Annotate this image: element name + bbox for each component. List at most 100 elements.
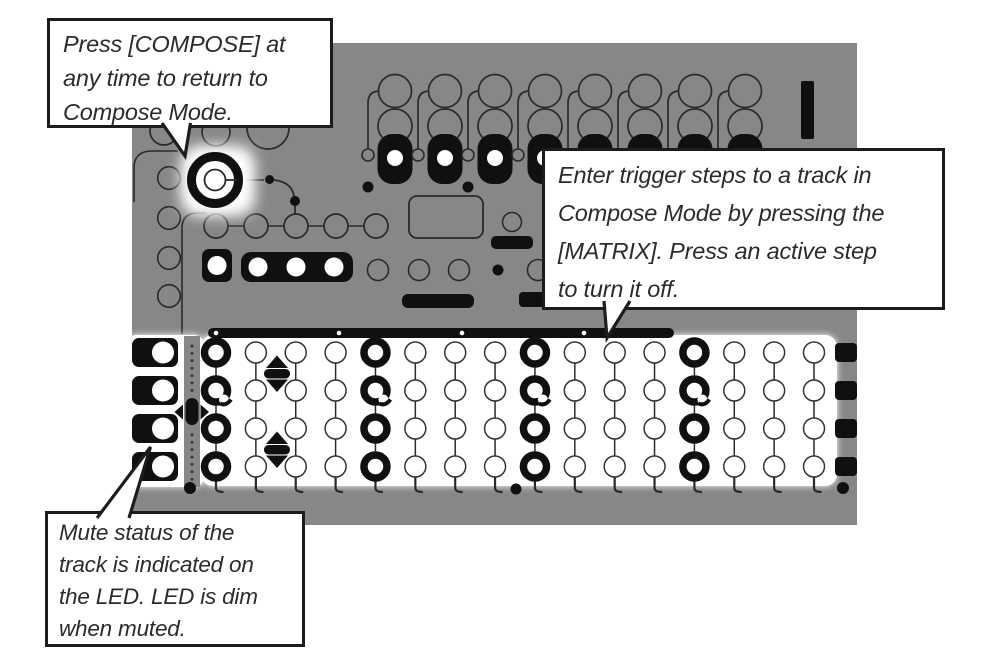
- matrix-section: [132, 152, 857, 495]
- callout-matrix-line: to turn it off.: [558, 276, 680, 302]
- side-button: [156, 245, 182, 271]
- mute-button: [132, 452, 178, 481]
- step-pad: [404, 455, 427, 478]
- fader-dot: [190, 477, 194, 481]
- knob-unit: [361, 73, 413, 184]
- step-column: [762, 341, 786, 494]
- progress-bar-dot: [336, 330, 342, 336]
- step-pad: [723, 379, 746, 402]
- step-column: [563, 341, 587, 494]
- small-bar-button: [402, 294, 474, 308]
- step-pad: [404, 341, 427, 364]
- panel-outline: [133, 150, 178, 202]
- step-pad: [802, 341, 826, 364]
- step-pad-active: [360, 337, 391, 368]
- column-hook: [334, 477, 344, 494]
- up-down-arrows-icon: [264, 355, 290, 392]
- step-pad: [802, 379, 826, 402]
- pad-group-led: [248, 257, 268, 277]
- step-pad: [603, 417, 626, 440]
- step-pad: [284, 341, 307, 364]
- step-pad-tail: [219, 398, 233, 407]
- step-pad-active: [360, 451, 391, 482]
- wire-dot: [265, 175, 274, 184]
- arrow-up-icon: [266, 355, 288, 368]
- arrow-down-icon: [266, 379, 288, 392]
- column-hook: [414, 477, 423, 494]
- step-column: [244, 341, 268, 494]
- mute-led: [152, 455, 174, 478]
- function-button: [243, 213, 269, 239]
- step-pad: [483, 455, 507, 478]
- knob-icon: [577, 73, 613, 109]
- column-hook: [653, 477, 663, 494]
- step-pad: [404, 379, 427, 402]
- column-hook: [254, 477, 264, 494]
- step-pad: [762, 341, 786, 364]
- step-pad: [324, 417, 347, 440]
- function-button: [363, 213, 389, 239]
- small-bar-button: [519, 292, 545, 307]
- column-hook: [454, 477, 463, 494]
- callout-matrix-line: Compose Mode by pressing the: [558, 200, 885, 226]
- fader-dot: [190, 374, 194, 378]
- round-button: [501, 211, 523, 233]
- step-column: [360, 337, 393, 494]
- callout-mute: Mute status of the track is indicated on…: [45, 511, 305, 647]
- up-down-arrows-icon: [264, 431, 290, 468]
- panel-dot: [837, 482, 849, 494]
- encoder-led: [387, 150, 403, 166]
- step-column: [679, 337, 712, 494]
- callout-compose-line: any time to return to: [63, 65, 268, 91]
- step-pad: [723, 341, 746, 364]
- square-button-led: [207, 256, 227, 275]
- function-button: [203, 213, 229, 239]
- callout-compose-line: Press [COMPOSE] at: [63, 31, 286, 57]
- encoder-led: [487, 150, 503, 166]
- compose-knob-cap: [203, 168, 227, 192]
- step-column: [723, 341, 746, 494]
- round-button: [407, 258, 431, 282]
- step-pad: [762, 455, 786, 478]
- node-circle: [361, 148, 375, 162]
- step-pad-active: [360, 413, 391, 444]
- fader-dot: [190, 462, 194, 466]
- step-pad: [603, 455, 626, 478]
- progress-bar: [208, 328, 674, 338]
- function-button: [323, 213, 349, 239]
- encoder-led: [437, 150, 453, 166]
- step-column: [404, 341, 427, 494]
- callout-mute-line: the LED. LED is dim: [59, 584, 258, 609]
- step-column: [284, 341, 307, 494]
- step-pad: [324, 455, 347, 478]
- progress-bar-dot: [213, 330, 219, 336]
- step-pad-active: [519, 451, 551, 482]
- fader-dot: [190, 455, 194, 459]
- side-button: [156, 165, 182, 191]
- step-pad: [284, 417, 307, 440]
- node-circle: [411, 148, 425, 162]
- step-pad-tail: [538, 398, 552, 407]
- arrow-down-icon: [266, 455, 288, 468]
- step-pad-active: [679, 413, 710, 444]
- fader-dot: [190, 440, 194, 444]
- pad-group-led: [286, 257, 306, 277]
- step-pad: [443, 379, 467, 402]
- step-pad: [563, 417, 587, 440]
- step-pad: [443, 455, 467, 478]
- step-pad-active: [200, 413, 232, 444]
- step-pad: [603, 379, 626, 402]
- callout-compose: Press [COMPOSE] at any time to return to…: [47, 18, 333, 128]
- mute-button: [132, 414, 178, 443]
- step-pad: [324, 379, 347, 402]
- progress-bar-dot: [459, 330, 465, 336]
- callout-matrix: Enter trigger steps to a track in Compos…: [542, 148, 945, 310]
- round-button: [366, 258, 390, 282]
- side-tab-button: [835, 419, 857, 438]
- step-column: [200, 337, 233, 494]
- step-pad: [244, 379, 268, 402]
- column-hook: [573, 477, 583, 494]
- step-pad: [483, 417, 507, 440]
- step-pad-active: [200, 337, 232, 368]
